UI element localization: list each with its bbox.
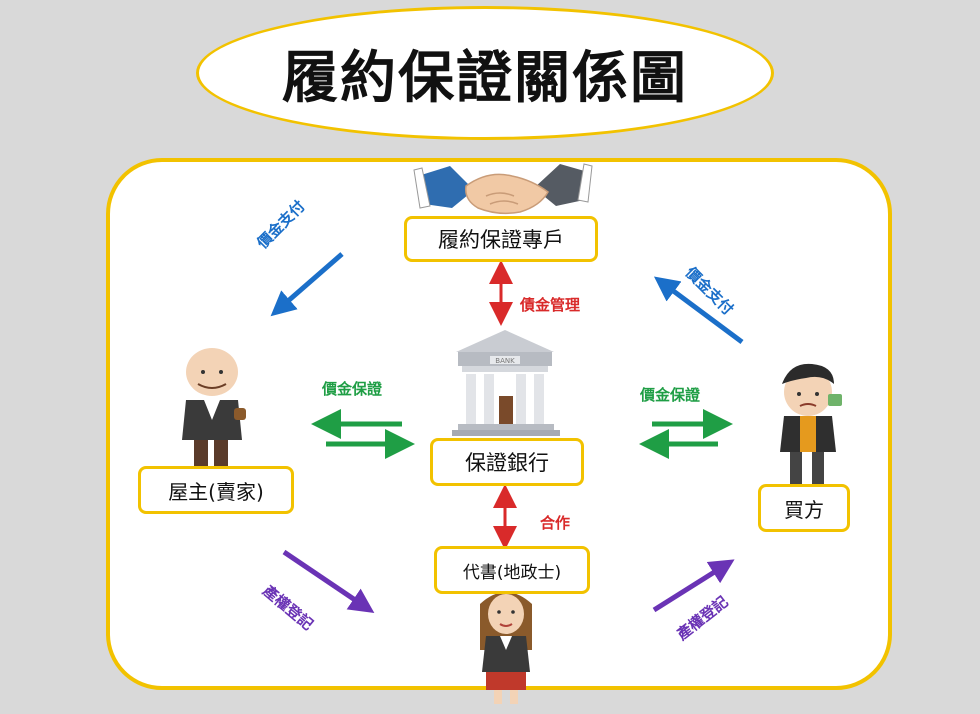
cooperation-label: 合作 (540, 514, 571, 532)
debt-management-label: 債金管理 (520, 296, 581, 314)
guarantee-bank-box: 保證銀行 (430, 438, 584, 486)
escrow-account-box: 履約保證專戶 (404, 216, 598, 262)
buyer-box: 買方 (758, 484, 850, 532)
owner-box: 屋主(賣家) (138, 466, 294, 514)
title-banner: 履約保證關係圖 (196, 6, 774, 140)
page-title: 履約保證關係圖 (282, 45, 688, 111)
agent-box: 代書(地政士) (434, 546, 590, 594)
price-guarantee-left-label: 價金保證 (322, 380, 383, 398)
price-guarantee-right-label: 價金保證 (640, 386, 701, 404)
